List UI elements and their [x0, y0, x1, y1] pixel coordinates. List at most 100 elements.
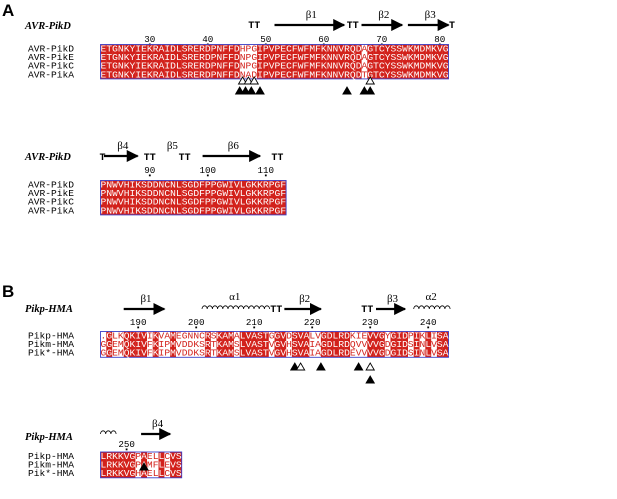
residue: S — [408, 339, 414, 350]
identical-column-bg — [129, 452, 136, 478]
residue: E — [280, 61, 286, 72]
residue: V — [373, 348, 379, 359]
residue: P — [205, 188, 211, 199]
position-number: 40 — [202, 34, 213, 45]
residue: V — [280, 339, 286, 350]
residue: V — [298, 339, 304, 350]
residue: G — [275, 339, 281, 350]
residue: R — [153, 61, 159, 72]
sequence-name: AVR-PikE — [28, 52, 74, 63]
residue: C — [286, 61, 292, 72]
residue: Y — [385, 69, 391, 80]
residue: A — [304, 348, 310, 359]
residue: F — [280, 205, 286, 216]
residue: R — [153, 52, 159, 63]
residue: N — [106, 205, 112, 216]
residue: D — [356, 52, 362, 63]
residue: G — [379, 339, 385, 350]
residue: E — [112, 348, 118, 359]
identical-column-bg — [442, 331, 449, 358]
residue: D — [188, 339, 194, 350]
residue: A — [443, 348, 449, 359]
residue: T — [211, 348, 217, 359]
residue: N — [118, 44, 124, 55]
residue: L — [153, 451, 159, 462]
residue: D — [385, 348, 391, 359]
identical-column-bg — [204, 44, 211, 79]
residue: W — [112, 180, 118, 191]
residue: R — [344, 44, 350, 55]
sequence-name: AVR-PikD — [28, 180, 74, 191]
residue: L — [112, 331, 118, 342]
residue: I — [257, 61, 263, 72]
open-triangle-marker — [365, 76, 376, 85]
residue: Y — [385, 52, 391, 63]
residue: P — [263, 52, 269, 63]
residue: R — [153, 69, 159, 80]
residue: A — [234, 331, 240, 342]
residue: V — [269, 339, 275, 350]
identical-column-bg — [175, 452, 182, 478]
residue: E — [193, 69, 199, 80]
residue: S — [292, 331, 298, 342]
reference-label: Pikp-HMA — [25, 304, 73, 315]
residue: V — [437, 52, 443, 63]
identical-column-bg — [152, 180, 159, 215]
residue: P — [205, 180, 211, 191]
residue: V — [315, 331, 321, 342]
residue: I — [130, 180, 136, 191]
identical-column-bg — [257, 44, 263, 79]
identical-column-bg — [419, 44, 426, 79]
filled-triangle-marker — [316, 362, 326, 371]
residue: E — [193, 44, 199, 55]
identical-column-bg — [378, 44, 385, 79]
identical-column-bg — [262, 44, 269, 79]
residue: D — [193, 180, 199, 191]
residue: G — [112, 52, 118, 63]
residue: G — [367, 61, 373, 72]
residue: N — [106, 188, 112, 199]
residue: D — [170, 61, 176, 72]
residue: K — [420, 331, 426, 342]
residue: D — [234, 69, 240, 80]
identical-column-bg — [117, 452, 124, 478]
residue: V — [118, 205, 124, 216]
identical-column-bg — [158, 180, 165, 215]
residue: F — [315, 44, 321, 55]
position-number: 50 — [260, 34, 271, 45]
residue: A — [304, 339, 310, 350]
residue: D — [193, 197, 199, 208]
residue: K — [431, 52, 437, 63]
residue: T — [362, 69, 368, 80]
residue: I — [135, 331, 141, 342]
position-dot — [311, 326, 314, 329]
residue: P — [269, 197, 275, 208]
residue: G — [106, 331, 112, 342]
residue: I — [159, 339, 165, 350]
residue: N — [240, 69, 246, 80]
residue: S — [182, 205, 188, 216]
residue: T — [106, 44, 112, 55]
residue: K — [112, 451, 118, 462]
residue: I — [257, 52, 263, 63]
identical-column-bg — [286, 44, 292, 79]
identical-column-bg — [431, 44, 437, 79]
residue: C — [286, 69, 292, 80]
residue: D — [205, 52, 211, 63]
filled-triangle-marker — [365, 375, 376, 384]
residue: T — [373, 44, 379, 55]
position-number: 210 — [246, 317, 263, 328]
residue: K — [130, 331, 136, 342]
residue: V — [367, 339, 373, 350]
residue: M — [414, 52, 420, 63]
identical-column-bg — [123, 180, 130, 215]
residue: P — [101, 197, 107, 208]
residue: E — [141, 44, 147, 55]
residue: V — [338, 69, 344, 80]
residue: S — [141, 180, 147, 191]
identical-column-bg — [268, 180, 275, 215]
residue: V — [176, 348, 182, 359]
identical-column-bg — [106, 452, 113, 478]
residue: A — [159, 69, 165, 80]
residue: L — [240, 348, 246, 359]
